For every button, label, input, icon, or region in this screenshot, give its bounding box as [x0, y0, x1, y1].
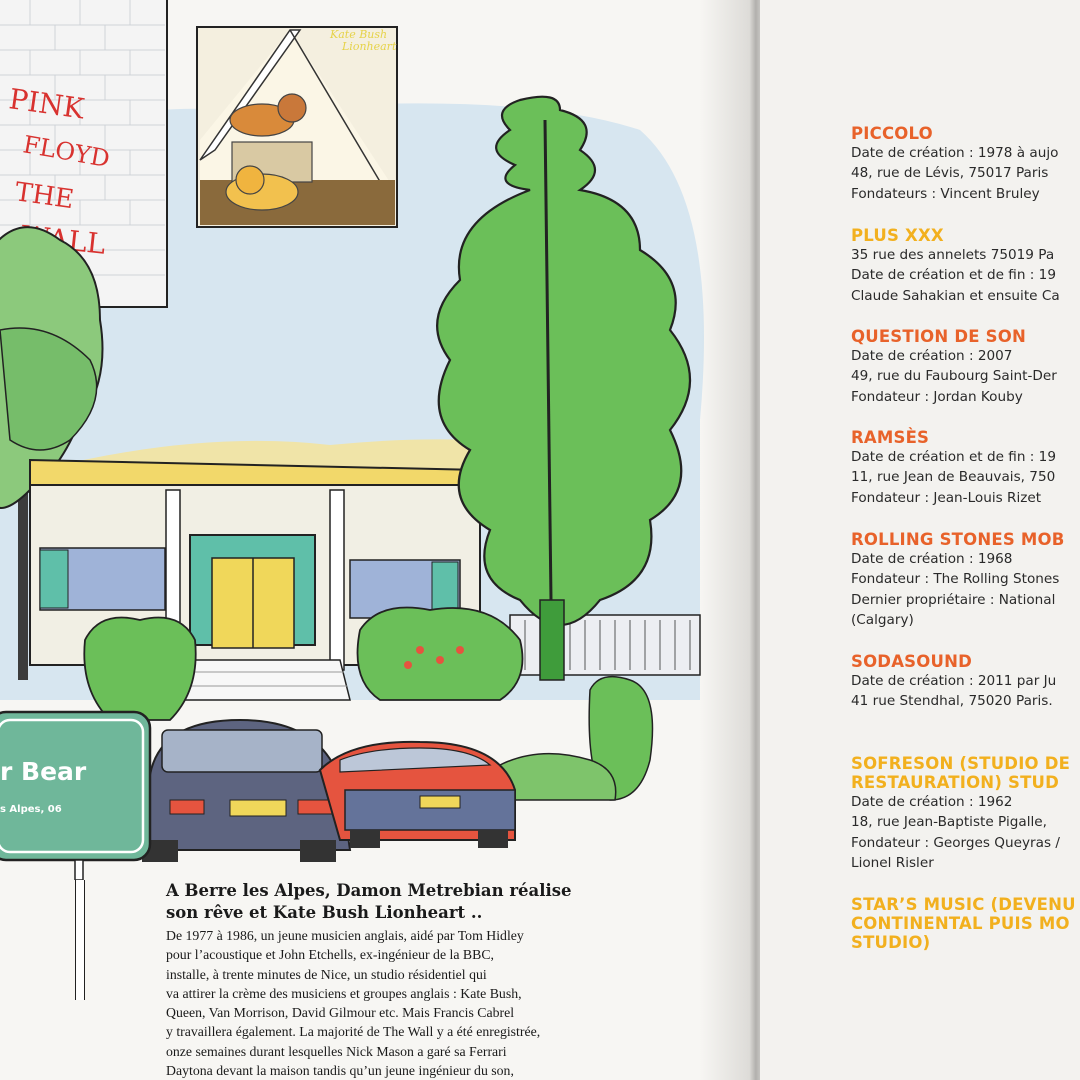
studio-line: Lionel Risler: [851, 854, 934, 871]
red-car: [318, 740, 516, 848]
studio-line: Dernier propriétaire : National: [851, 591, 1056, 608]
body-line: Queen, Van Morrison, David Gilmour etc. …: [166, 1005, 515, 1021]
studio-line: Fondateur : Jordan Kouby: [851, 388, 1023, 405]
studio-illustration: PINK FLOYD THE WALL Kate Bush Lionheart: [0, 0, 704, 880]
studio-line: 49, rue du Faubourg Saint-Der: [851, 368, 1057, 385]
body-line: Daytona devant la maison tandis qu’un je…: [166, 1063, 514, 1079]
studio-title: SOFRESON (STUDIO DE: [851, 754, 1071, 773]
studio-line: Date de création : 1968: [851, 551, 1013, 567]
studio-title: PLUS XXX: [851, 226, 944, 245]
lionheart-poster: Kate Bush Lionheart: [196, 26, 398, 228]
studio-line: 11, rue Jean de Beauvais, 750: [851, 469, 1056, 486]
article-body: De 1977 à 1986, un jeune musicien anglai…: [166, 926, 636, 1080]
studio-title: PICCOLO: [851, 124, 933, 143]
flowers: [404, 646, 464, 669]
studio-line: Date de création : 2011 par Ju: [851, 673, 1057, 689]
studio-entry-stars-music: STAR’S MUSIC (DEVENU CONTINENTAL PUIS MO…: [851, 895, 1080, 952]
studio-line: Claude Sahakian et ensuite Ca: [851, 287, 1060, 304]
body-line: onze semaines durant lesquelles Nick Mas…: [166, 1043, 507, 1059]
studio-title: RESTAURATION) STUD: [851, 773, 1060, 792]
studio-sign: r Bear s Alpes, 06: [0, 710, 152, 880]
studio-title: SODASOUND: [851, 652, 972, 671]
right-page: [760, 0, 1080, 1080]
studio-title: RAMSÈS: [851, 428, 930, 447]
body-line: y travaillera également. La majorité de …: [166, 1024, 541, 1040]
sign-post: [75, 880, 85, 1000]
body-line: va attirer la crème des musiciens et gro…: [166, 985, 522, 1001]
studio-line: Date de création : 1978 à aujo: [851, 145, 1059, 161]
studio-line: Date de création et de fin : 19: [851, 449, 1056, 465]
studio-entry-rolling-stones-mobile: ROLLING STONES MOB Date de création : 19…: [851, 530, 1080, 630]
studio-building: [29, 458, 481, 701]
studio-line: 35 rue des annelets 75019 Pa: [851, 247, 1055, 263]
fence: [509, 614, 701, 676]
studio-line: Date de création et de fin : 19: [851, 267, 1056, 284]
studio-line: (Calgary): [851, 611, 914, 628]
studio-title: STAR’S MUSIC (DEVENU: [851, 895, 1076, 914]
studio-entry-piccolo: PICCOLO Date de création : 1978 à aujo 4…: [851, 124, 1080, 204]
body-line: De 1977 à 1986, un jeune musicien anglai…: [166, 928, 524, 943]
left-page: PINK FLOYD THE WALL Kate Bush Lionheart: [0, 0, 704, 1080]
studio-line: Date de création : 1962: [851, 794, 1013, 810]
studio-title: ROLLING STONES MOB: [851, 530, 1065, 549]
poster-text-kate-bush: Kate Bush: [329, 28, 387, 41]
studio-title: STUDIO): [851, 933, 931, 952]
studio-entry-plus-xxx: PLUS XXX 35 rue des annelets 75019 Pa Da…: [851, 226, 1080, 306]
studio-entry-sofreson: SOFRESON (STUDIO DE RESTAURATION) STUD D…: [851, 754, 1080, 873]
article: A Berre les Alpes, Damon Metrebian réali…: [166, 880, 636, 1080]
studio-entry-ramses: RAMSÈS Date de création et de fin : 19 1…: [851, 428, 1080, 508]
studio-line: 41 rue Stendhal, 75020 Paris.: [851, 693, 1053, 710]
article-headline: A Berre les Alpes, Damon Metrebian réali…: [166, 880, 636, 924]
studio-line: 18, rue Jean-Baptiste Pigalle,: [851, 814, 1047, 831]
studio-line: Fondateur : Jean-Louis Rizet: [851, 489, 1042, 506]
poster-text-lionheart: Lionheart: [341, 40, 397, 53]
studio-line: 48, rue de Lévis, 75017 Paris: [851, 165, 1049, 182]
studio-line: Date de création : 2007: [851, 348, 1013, 364]
studio-entry-sodasound: SODASOUND Date de création : 2011 par Ju…: [851, 652, 1080, 712]
studio-line: Fondateur : Georges Queyras /: [851, 834, 1060, 851]
grey-car: [142, 718, 352, 862]
sign-title: r Bear: [0, 757, 87, 786]
left-tree: [0, 226, 104, 680]
body-line: pour l’acoustique et John Etchells, ex-i…: [166, 947, 494, 963]
studio-title: QUESTION DE SON: [851, 327, 1026, 346]
studio-line: Fondateurs : Vincent Bruley: [851, 185, 1040, 202]
headline-line: son rêve et Kate Bush Lionheart ..: [166, 903, 483, 922]
studio-entry-question-de-son: QUESTION DE SON Date de création : 2007 …: [851, 327, 1080, 407]
bush-right: [356, 606, 524, 701]
big-tree: [436, 95, 691, 681]
sign-subtitle: s Alpes, 06: [0, 804, 62, 815]
headline-line: A Berre les Alpes, Damon Metrebian réali…: [166, 881, 572, 900]
body-line: installe, à trente minutes de Nice, un s…: [166, 966, 487, 982]
studio-title: CONTINENTAL PUIS MO: [851, 914, 1070, 933]
studio-line: Fondateur : The Rolling Stones: [851, 571, 1060, 588]
bush-left: [83, 616, 197, 721]
